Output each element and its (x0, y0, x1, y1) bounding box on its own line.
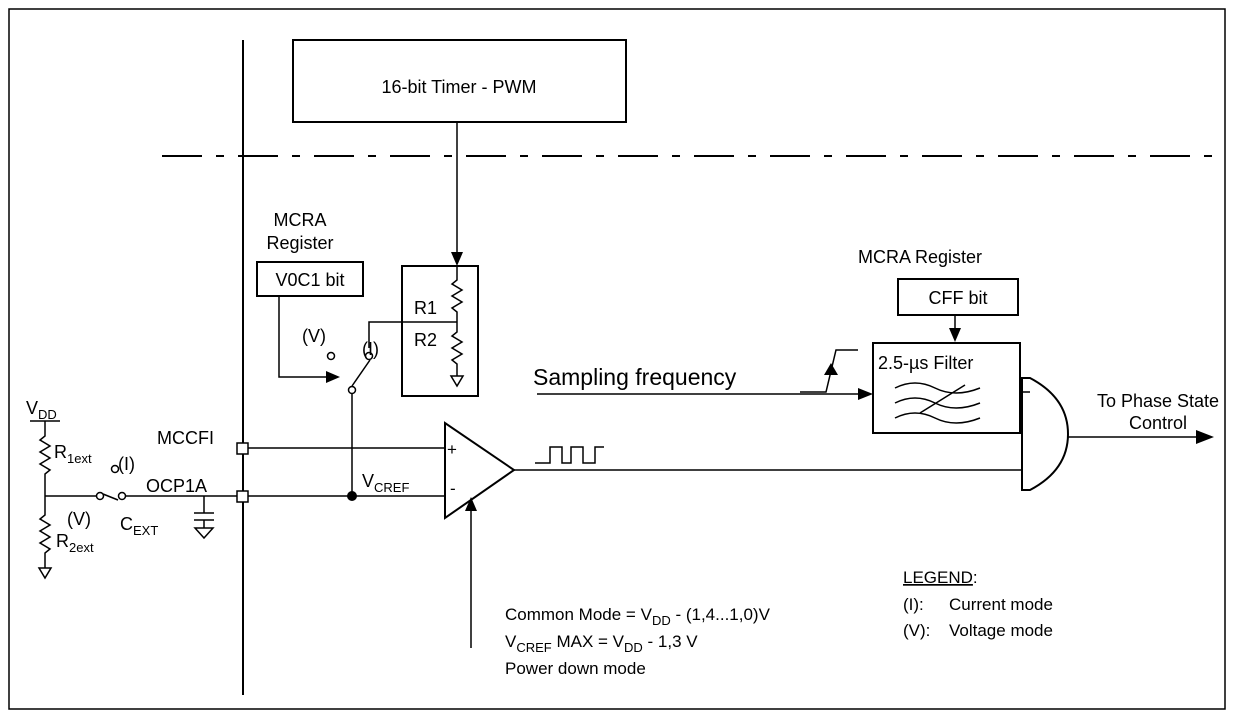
r1-label: R1 (414, 298, 437, 318)
ext-switch-blade (102, 493, 119, 501)
divider-resistor (450, 266, 464, 376)
r2ext-label: R2ext (56, 531, 94, 555)
ext-switch-v-contact (95, 491, 105, 501)
output-label-line1: To Phase State (1097, 391, 1219, 411)
legend-title: LEGEND: (903, 568, 978, 587)
v0c1-arrowhead (326, 371, 340, 383)
switch-i-contact (364, 351, 374, 361)
ext-switch-i-label: (I) (118, 454, 135, 474)
vdd-label: VDD (26, 398, 57, 422)
mcra-left-line2: Register (266, 233, 333, 253)
switch-v-contact (326, 351, 336, 361)
v0c1-bit-box: V0C1 bit (256, 261, 364, 297)
comparator-plus: + (447, 440, 457, 459)
diagram-frame (8, 8, 1226, 710)
r2ext-resistor (38, 496, 52, 568)
ext-switch-pivot (117, 491, 127, 501)
switch-blade (351, 359, 371, 387)
note-common-mode: Common Mode = VDD - (1,4...1,0)V (505, 605, 771, 628)
r2-label: R2 (414, 330, 437, 350)
switch-v-label: (V) (302, 326, 326, 346)
filter-box (872, 342, 1021, 434)
filter-slash (919, 384, 966, 414)
mccfi-pin (236, 442, 249, 455)
ocp1a-node (347, 491, 357, 501)
ocp1a-pin (236, 490, 249, 503)
switch-i-label: (I) (362, 339, 379, 359)
power-down-arrowhead (465, 497, 477, 511)
cff-arrowhead (949, 328, 961, 342)
note-vcref-max: VCREF MAX = VDD - 1,3 V (505, 632, 698, 655)
ext-switch-i-contact (110, 464, 120, 474)
pulse-symbol (535, 446, 604, 464)
legend-v-key: (V): (903, 621, 930, 640)
r1ext-label: R1ext (54, 442, 92, 466)
mccfi-label: MCCFI (157, 428, 214, 448)
sampling-frequency-label: Sampling frequency (533, 364, 737, 390)
timer-arrowhead (451, 252, 463, 266)
cff-bit-box: CFF bit (897, 278, 1019, 316)
mcra-right-label: MCRA Register (858, 247, 982, 267)
rising-edge-arrowhead (824, 363, 838, 375)
gate-output-arrowhead (1196, 430, 1214, 444)
v0c1-control-line (278, 296, 330, 378)
legend-v-text: Voltage mode (949, 621, 1053, 640)
v0c1-bit-label: V0C1 bit (275, 270, 344, 290)
filter-label: 2.5-µs Filter (878, 353, 973, 373)
divider-box (401, 265, 479, 397)
mcra-left-line1: MCRA (274, 210, 327, 230)
comparator-minus: - (450, 479, 456, 498)
ext-switch-v-label: (V) (67, 509, 91, 529)
r1ext-resistor (38, 421, 52, 496)
vcref-label: VCREF (362, 471, 409, 495)
filter-symbol (894, 382, 981, 424)
divider-ground (449, 375, 465, 388)
timer-label: 16-bit Timer - PWM (381, 77, 536, 97)
output-label-line2: Control (1129, 413, 1187, 433)
switch-pivot (347, 385, 357, 395)
divider-tap-line (368, 321, 457, 348)
cext-label: CEXT (120, 514, 158, 538)
cext-ground (193, 527, 215, 540)
timer-block: 16-bit Timer - PWM (292, 39, 627, 123)
legend-i-key: (I): (903, 595, 924, 614)
legend-i-text: Current mode (949, 595, 1053, 614)
and-gate (1021, 377, 1070, 491)
external-ground (37, 567, 53, 580)
cff-bit-label: CFF bit (928, 288, 987, 308)
ocp1a-label: OCP1A (146, 476, 207, 496)
comparator (444, 421, 516, 520)
sampling-arrowhead (858, 388, 873, 400)
note-power-down: Power down mode (505, 659, 646, 678)
